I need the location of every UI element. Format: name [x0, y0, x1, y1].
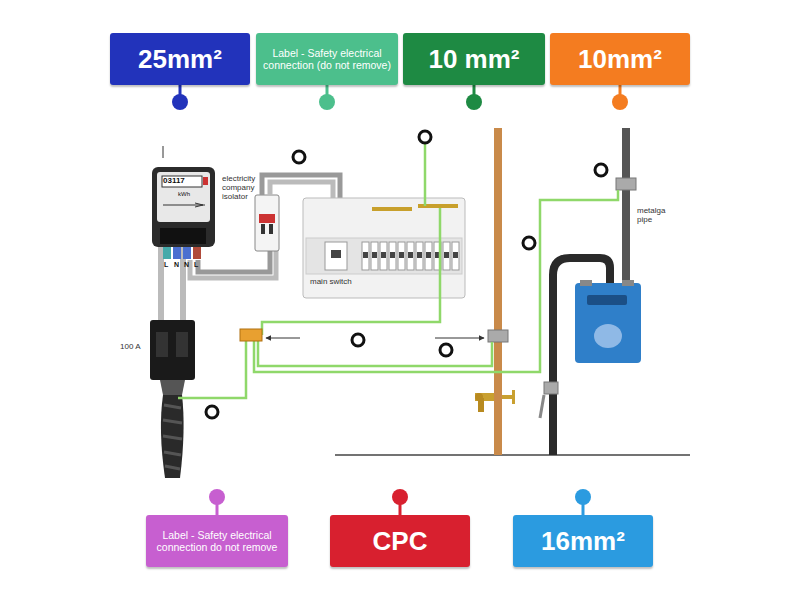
part-label: electricity company isolator [222, 175, 258, 201]
part-label: 03117 [163, 177, 185, 186]
tile-text: 25mm² [132, 46, 228, 72]
label-tile: Label - Safety electrical connection do … [146, 515, 288, 567]
tile-text: 10mm² [572, 46, 668, 72]
gas-installation [540, 128, 641, 455]
label-tile: 10 mm² [403, 33, 545, 85]
water-pipe [475, 128, 515, 455]
part-label: L [194, 261, 198, 269]
arrow [266, 338, 300, 339]
pin [172, 85, 628, 515]
label-tile: CPC [330, 515, 470, 567]
earth-conductors [178, 140, 618, 398]
tile-text: CPC [367, 528, 434, 554]
label-tile: 25mm² [110, 33, 250, 85]
label-tile: 16mm² [513, 515, 653, 567]
earth-terminal [240, 329, 262, 341]
label-tile: Label - Safety electrical connection (do… [256, 33, 398, 85]
tile-text: 16mm² [535, 528, 631, 554]
part-label: N [174, 261, 179, 269]
part-label: 100 A [120, 343, 140, 352]
tile-text: Label - Safety electrical connection (do… [256, 47, 398, 71]
arrow [435, 338, 484, 339]
isolator [255, 195, 279, 251]
part-label: main switch [310, 278, 352, 287]
label-tile: 10mm² [550, 33, 690, 85]
electricity-meter [152, 146, 215, 259]
circuit-breakers [362, 242, 459, 270]
tile-text: Label - Safety electrical connection do … [146, 529, 288, 553]
floor-line [335, 454, 690, 456]
part-label: metalga pipe [637, 207, 671, 225]
part-label: kWh [178, 191, 190, 198]
tile-text: 10 mm² [422, 46, 525, 72]
target-marker [206, 131, 607, 418]
part-label: L [164, 261, 168, 269]
part-label: N [184, 261, 189, 269]
